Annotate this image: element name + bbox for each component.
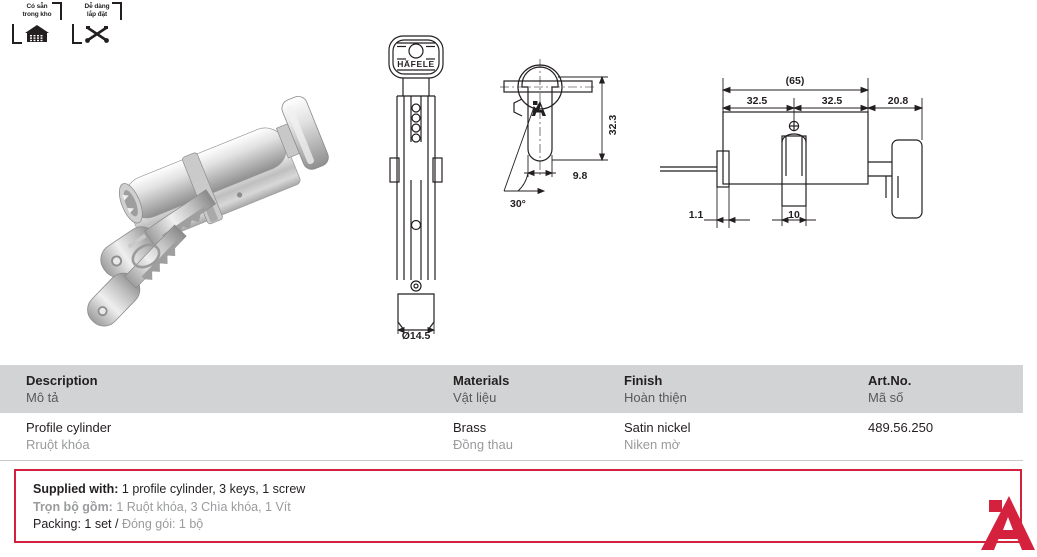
cell-materials: Brass Đồng thau <box>453 420 513 452</box>
cell-finish: Satin nickel Niken mờ <box>624 420 691 452</box>
overall-length-dimension: (65) <box>786 75 805 87</box>
badge-in-stock: Có sẵn trong kho <box>12 2 62 44</box>
cross-section-width-dimension: 9.8 <box>573 170 588 182</box>
cell-artno: 489.56.250 <box>868 420 934 435</box>
plate-thickness-dimension: 1.1 <box>689 209 704 221</box>
key-technical-drawing: HÄFELE Ø14.5 <box>370 30 480 342</box>
key-brand-stamp: HÄFELE <box>397 59 435 69</box>
left-length-dimension: 32.5 <box>747 95 768 107</box>
crossed-tools-icon <box>72 25 122 43</box>
hafele-logo <box>979 494 1037 552</box>
badge-bracket-top-right <box>52 2 62 20</box>
side-view-drawing: (65) 32.5 32.5 20.8 <box>660 68 950 243</box>
cross-section-drawing: 32.3 9.8 30° <box>490 55 635 215</box>
key-diameter-dimension: Ø14.5 <box>402 330 431 340</box>
supplied-with-line-en: Supplied with: 1 profile cylinder, 3 key… <box>33 482 306 496</box>
badge-bracket-bottom-left <box>12 24 22 44</box>
badge-bracket-bottom-left <box>72 24 82 44</box>
table-header-row: Description Mô tả Materials Vật liệu Fin… <box>0 365 1023 413</box>
product-photo <box>48 58 338 343</box>
feature-badge-row: Có sẵn trong kho Dễ dàng lắp <box>12 2 122 44</box>
supplied-with-line-vi: Trọn bộ gồm: 1 Ruột khóa, 3 Chìa khóa, 1… <box>33 499 291 514</box>
cross-section-angle-dimension: 30° <box>510 198 526 210</box>
table-row: Profile cylinder Rruột khóa Brass Đồng t… <box>0 413 1023 461</box>
warehouse-icon <box>12 25 62 43</box>
table-header-finish: Finish Hoàn thiện <box>624 373 687 405</box>
table-header-description: Description Mô tả <box>26 373 98 405</box>
badge-easy-install-label: Dễ dàng lắp đặt <box>84 3 110 18</box>
knob-depth-dimension: 20.8 <box>888 95 909 107</box>
cross-section-height-dimension: 32.3 <box>607 115 619 136</box>
packing-line: Packing: 1 set / Đóng gói: 1 bộ <box>33 517 204 531</box>
cell-description: Profile cylinder Rruột khóa <box>26 420 112 452</box>
supplied-with-box: Supplied with: 1 profile cylinder, 3 key… <box>14 469 1022 543</box>
right-length-dimension: 32.5 <box>822 95 843 107</box>
cam-width-dimension: 10 <box>788 209 800 221</box>
specification-table: Description Mô tả Materials Vật liệu Fin… <box>0 365 1023 461</box>
badge-easy-install: Dễ dàng lắp đặt <box>72 2 122 44</box>
table-header-artno: Art.No. Mã số <box>868 373 912 405</box>
badge-bracket-top-right <box>112 2 122 20</box>
badge-in-stock-label: Có sẵn trong kho <box>22 3 52 18</box>
table-header-materials: Materials Vật liệu <box>453 373 510 405</box>
